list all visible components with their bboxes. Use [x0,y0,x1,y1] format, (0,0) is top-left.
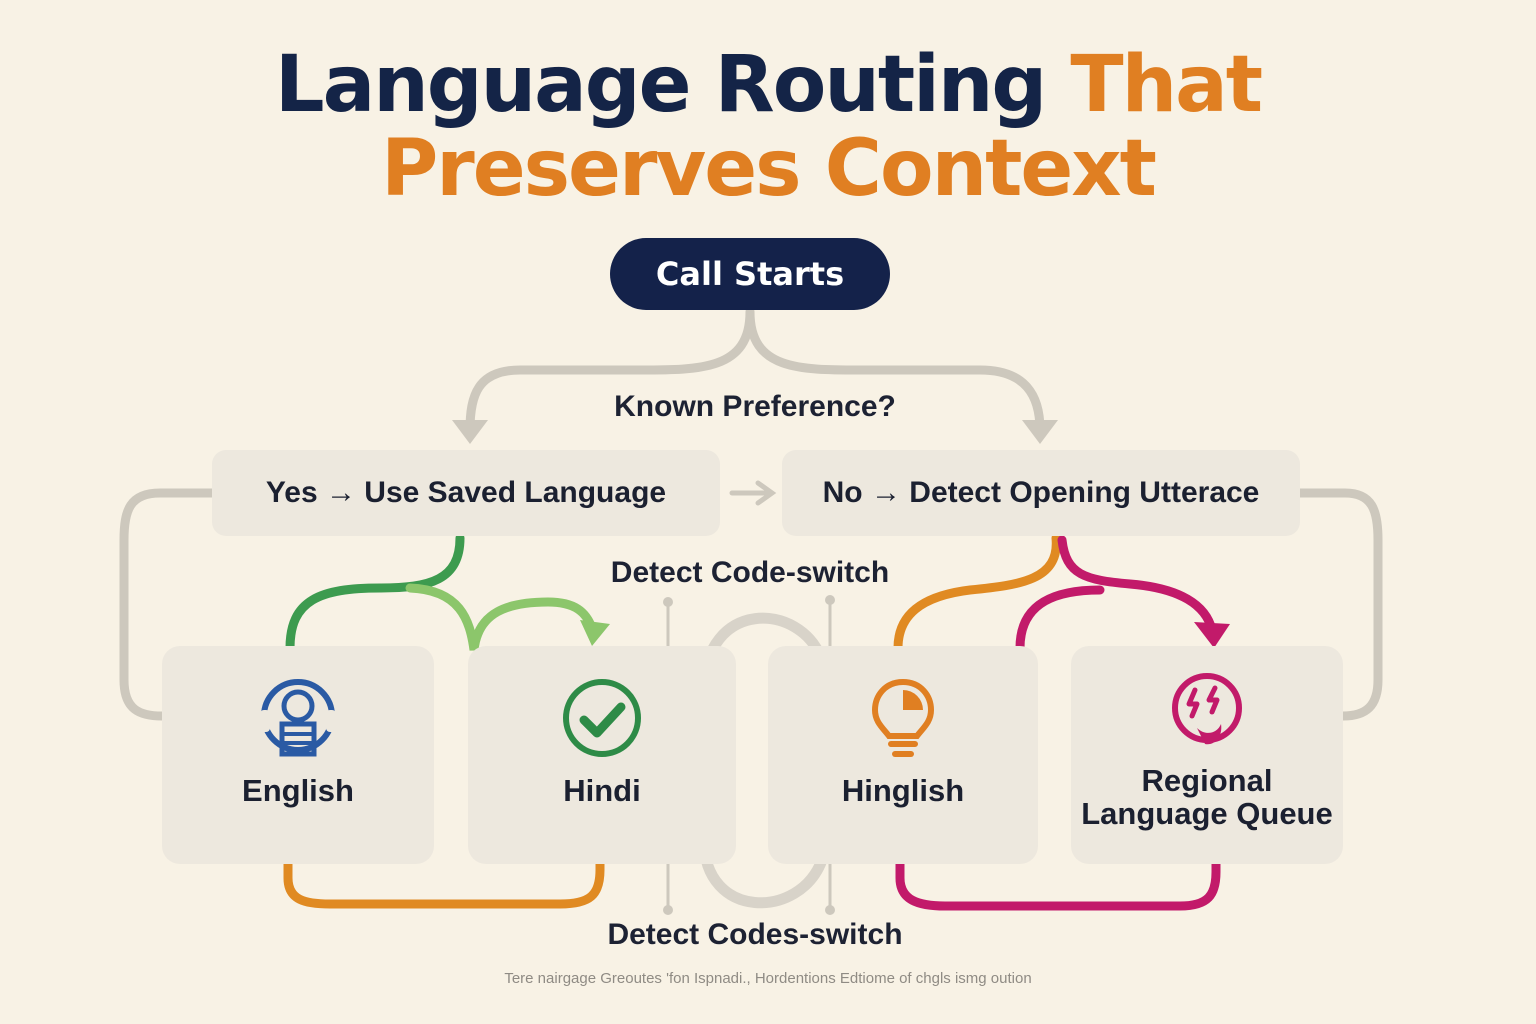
magenta-arrowhead [1194,622,1230,648]
post-left-bottom-dot [663,905,673,915]
code-switch-label-top: Detect Code-switch [610,556,890,589]
post-left-top-dot [663,597,673,607]
title-dark-text: Language Routing [274,40,1047,130]
light-green-branch [405,583,597,651]
fork-right-arrowhead [1022,420,1058,444]
lightbulb-icon [871,678,935,757]
no-decision-box: No → Detect Opening Utterace [782,450,1300,536]
outer-left-loop [119,488,217,721]
page-title-line-1: Language Routing That [0,46,1536,124]
page-title-line-2: Preserves Context [381,124,1157,214]
yes-decision-box: Yes → Use Saved Language [212,450,720,536]
regional-language-queue-card: Regional Language Queue [1071,646,1343,864]
footer-note: Tere nairgage Greoutes 'fon Ispnadi., Ho… [504,970,1032,987]
check-circle-icon [563,679,641,757]
fork-left-arrowhead [452,420,488,444]
fork-right-connector [745,307,1045,435]
light-green-arrowhead [580,620,610,646]
english-card: English [162,646,434,864]
post-right-bottom-dot [825,905,835,915]
magenta-loop-top [1015,585,1105,653]
green-branch [285,533,465,653]
fork-left-connector [465,307,755,435]
hinglish-card: Hinglish [768,646,1038,864]
english-label: English [242,773,354,808]
hindi-card: Hindi [468,646,736,864]
orange-bottom-loop [283,859,605,909]
code-switch-label-bottom: Detect Codes-switch [607,918,903,951]
magenta-branch [1057,535,1217,635]
magenta-bottom-loop [895,859,1221,911]
hindi-label: Hindi [563,773,641,808]
orange-branch [893,533,1061,653]
known-preference-question: Known Preference? [614,390,896,423]
post-right-top-dot [825,595,835,605]
hinglish-label: Hinglish [841,773,965,808]
call-starts-node: Call Starts [610,238,890,310]
between-arrow [729,480,777,506]
title-accent-text: That [1070,40,1263,130]
globe-lightning-icon [1172,673,1242,745]
headset-person-icon [260,679,336,757]
regional-language-queue-label: Regional Language Queue [1081,763,1333,831]
outer-right-loop [1295,488,1383,721]
